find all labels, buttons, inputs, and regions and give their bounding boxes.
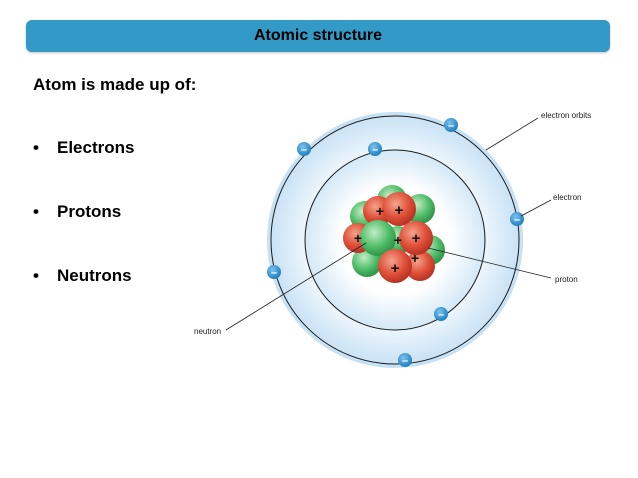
electron-sign: – (514, 214, 520, 226)
electron-leader (520, 199, 552, 217)
outer-orbit-ring (270, 115, 520, 365)
proton-particle (378, 249, 412, 283)
proton-particle (405, 251, 435, 281)
electron-particle (267, 265, 281, 279)
bullet-list: • Electrons • Protons • Neutrons (33, 138, 134, 330)
proton-sign: + (394, 232, 402, 248)
electron-sign: – (448, 120, 454, 132)
bullet-text: Neutrons (57, 266, 132, 285)
electron-sign: – (271, 267, 277, 279)
title-bar: Atomic structure (26, 20, 610, 52)
electron-sign: – (402, 355, 408, 367)
bullet-marker: • (33, 138, 39, 157)
proton-leader (427, 247, 552, 279)
neutron-particle (360, 220, 396, 256)
inner-orbit-ring (304, 149, 486, 331)
electron-particle (368, 142, 382, 156)
electrons: – – – – – – – (267, 118, 524, 367)
neutron-leader (225, 242, 367, 331)
intro-text: Atom is made up of: (33, 75, 197, 94)
slide-title: Atomic structure (253, 27, 383, 44)
bullet-marker: • (33, 202, 39, 221)
bullet-item-neutrons: • Neutrons (33, 266, 134, 330)
proton-sign: + (376, 203, 384, 219)
electron-particle (398, 353, 412, 367)
proton-sign: + (354, 230, 362, 246)
proton-sign: + (412, 230, 421, 247)
electron-particle (297, 142, 311, 156)
bullet-text: Protons (57, 202, 122, 221)
electron-sign: – (372, 144, 378, 156)
bullet-marker: • (33, 266, 39, 285)
bullet-item-protons: • Protons (33, 202, 134, 266)
label-proton: proton (555, 275, 578, 284)
electron-particle (444, 118, 458, 132)
electron-sign: – (301, 144, 307, 156)
proton-sign: + (395, 202, 404, 219)
electron-particle (510, 212, 524, 226)
proton-particle (382, 192, 416, 226)
electron-particle (434, 307, 448, 321)
nucleus: + + + + + + + (343, 185, 445, 283)
bullet-item-electrons: • Electrons (33, 138, 134, 202)
label-neutron: neutron (194, 327, 221, 336)
electron-sign: – (438, 309, 444, 321)
proton-particle (399, 221, 433, 255)
bullet-text: Electrons (57, 138, 135, 157)
label-electron: electron (553, 193, 581, 202)
proton-sign: + (411, 250, 419, 266)
electron-orbits-leader (485, 117, 539, 151)
label-electron-orbits: electron orbits (541, 111, 591, 120)
proton-sign: + (391, 260, 400, 277)
